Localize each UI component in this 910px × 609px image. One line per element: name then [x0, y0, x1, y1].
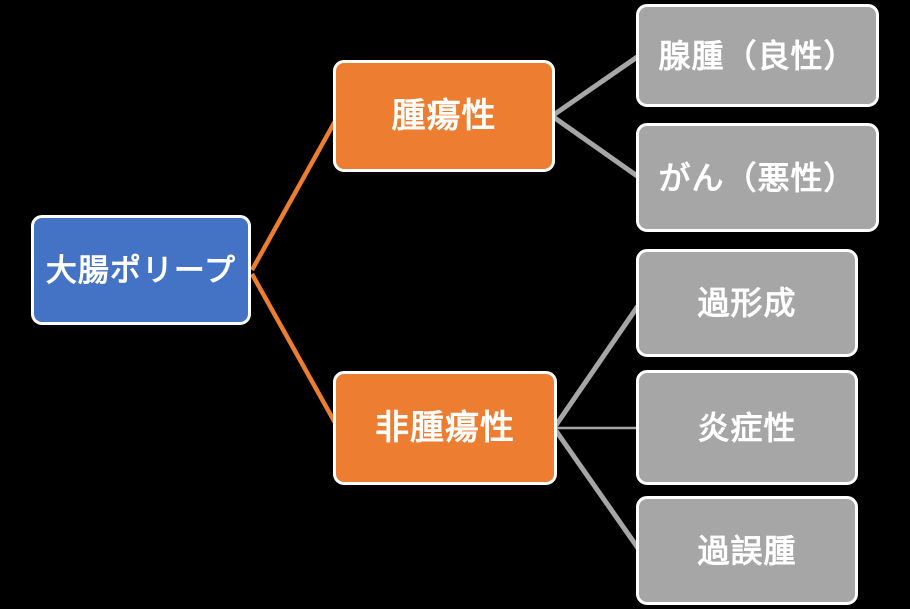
- node-label: がん（悪性）: [658, 159, 857, 196]
- node-leaf-cancer-malignant: がん（悪性）: [636, 123, 879, 232]
- node-label: 大腸ポリープ: [45, 252, 237, 288]
- node-branch-non-neoplastic: 非腫瘍性: [333, 371, 557, 485]
- connector-branch1-to-leaf-1: [550, 52, 642, 119]
- node-leaf-inflammatory: 炎症性: [636, 370, 858, 485]
- node-label: 炎症性: [697, 409, 797, 446]
- node-leaf-hyperplastic: 過形成: [636, 249, 858, 357]
- connector-branch2-to-leaf-3: [551, 301, 643, 430]
- node-leaf-adenoma-benign: 腺腫（良性）: [636, 4, 879, 107]
- connector-root-to-branch-1: [250, 114, 340, 272]
- connector-root-to-branch-2: [250, 272, 340, 430]
- connector-branch1-to-leaf-2: [550, 113, 642, 181]
- node-label: 過形成: [697, 285, 797, 321]
- node-label: 腫瘍性: [391, 97, 497, 135]
- connector-branch2-to-leaf-5: [551, 426, 643, 553]
- node-leaf-hamartoma: 過誤腫: [636, 496, 858, 605]
- node-branch-neoplastic: 腫瘍性: [333, 60, 555, 172]
- node-label: 過誤腫: [697, 532, 797, 569]
- node-label: 非腫瘍性: [375, 409, 515, 447]
- node-root-colorectal-polyp: 大腸ポリープ: [31, 215, 251, 325]
- node-label: 腺腫（良性）: [658, 37, 857, 74]
